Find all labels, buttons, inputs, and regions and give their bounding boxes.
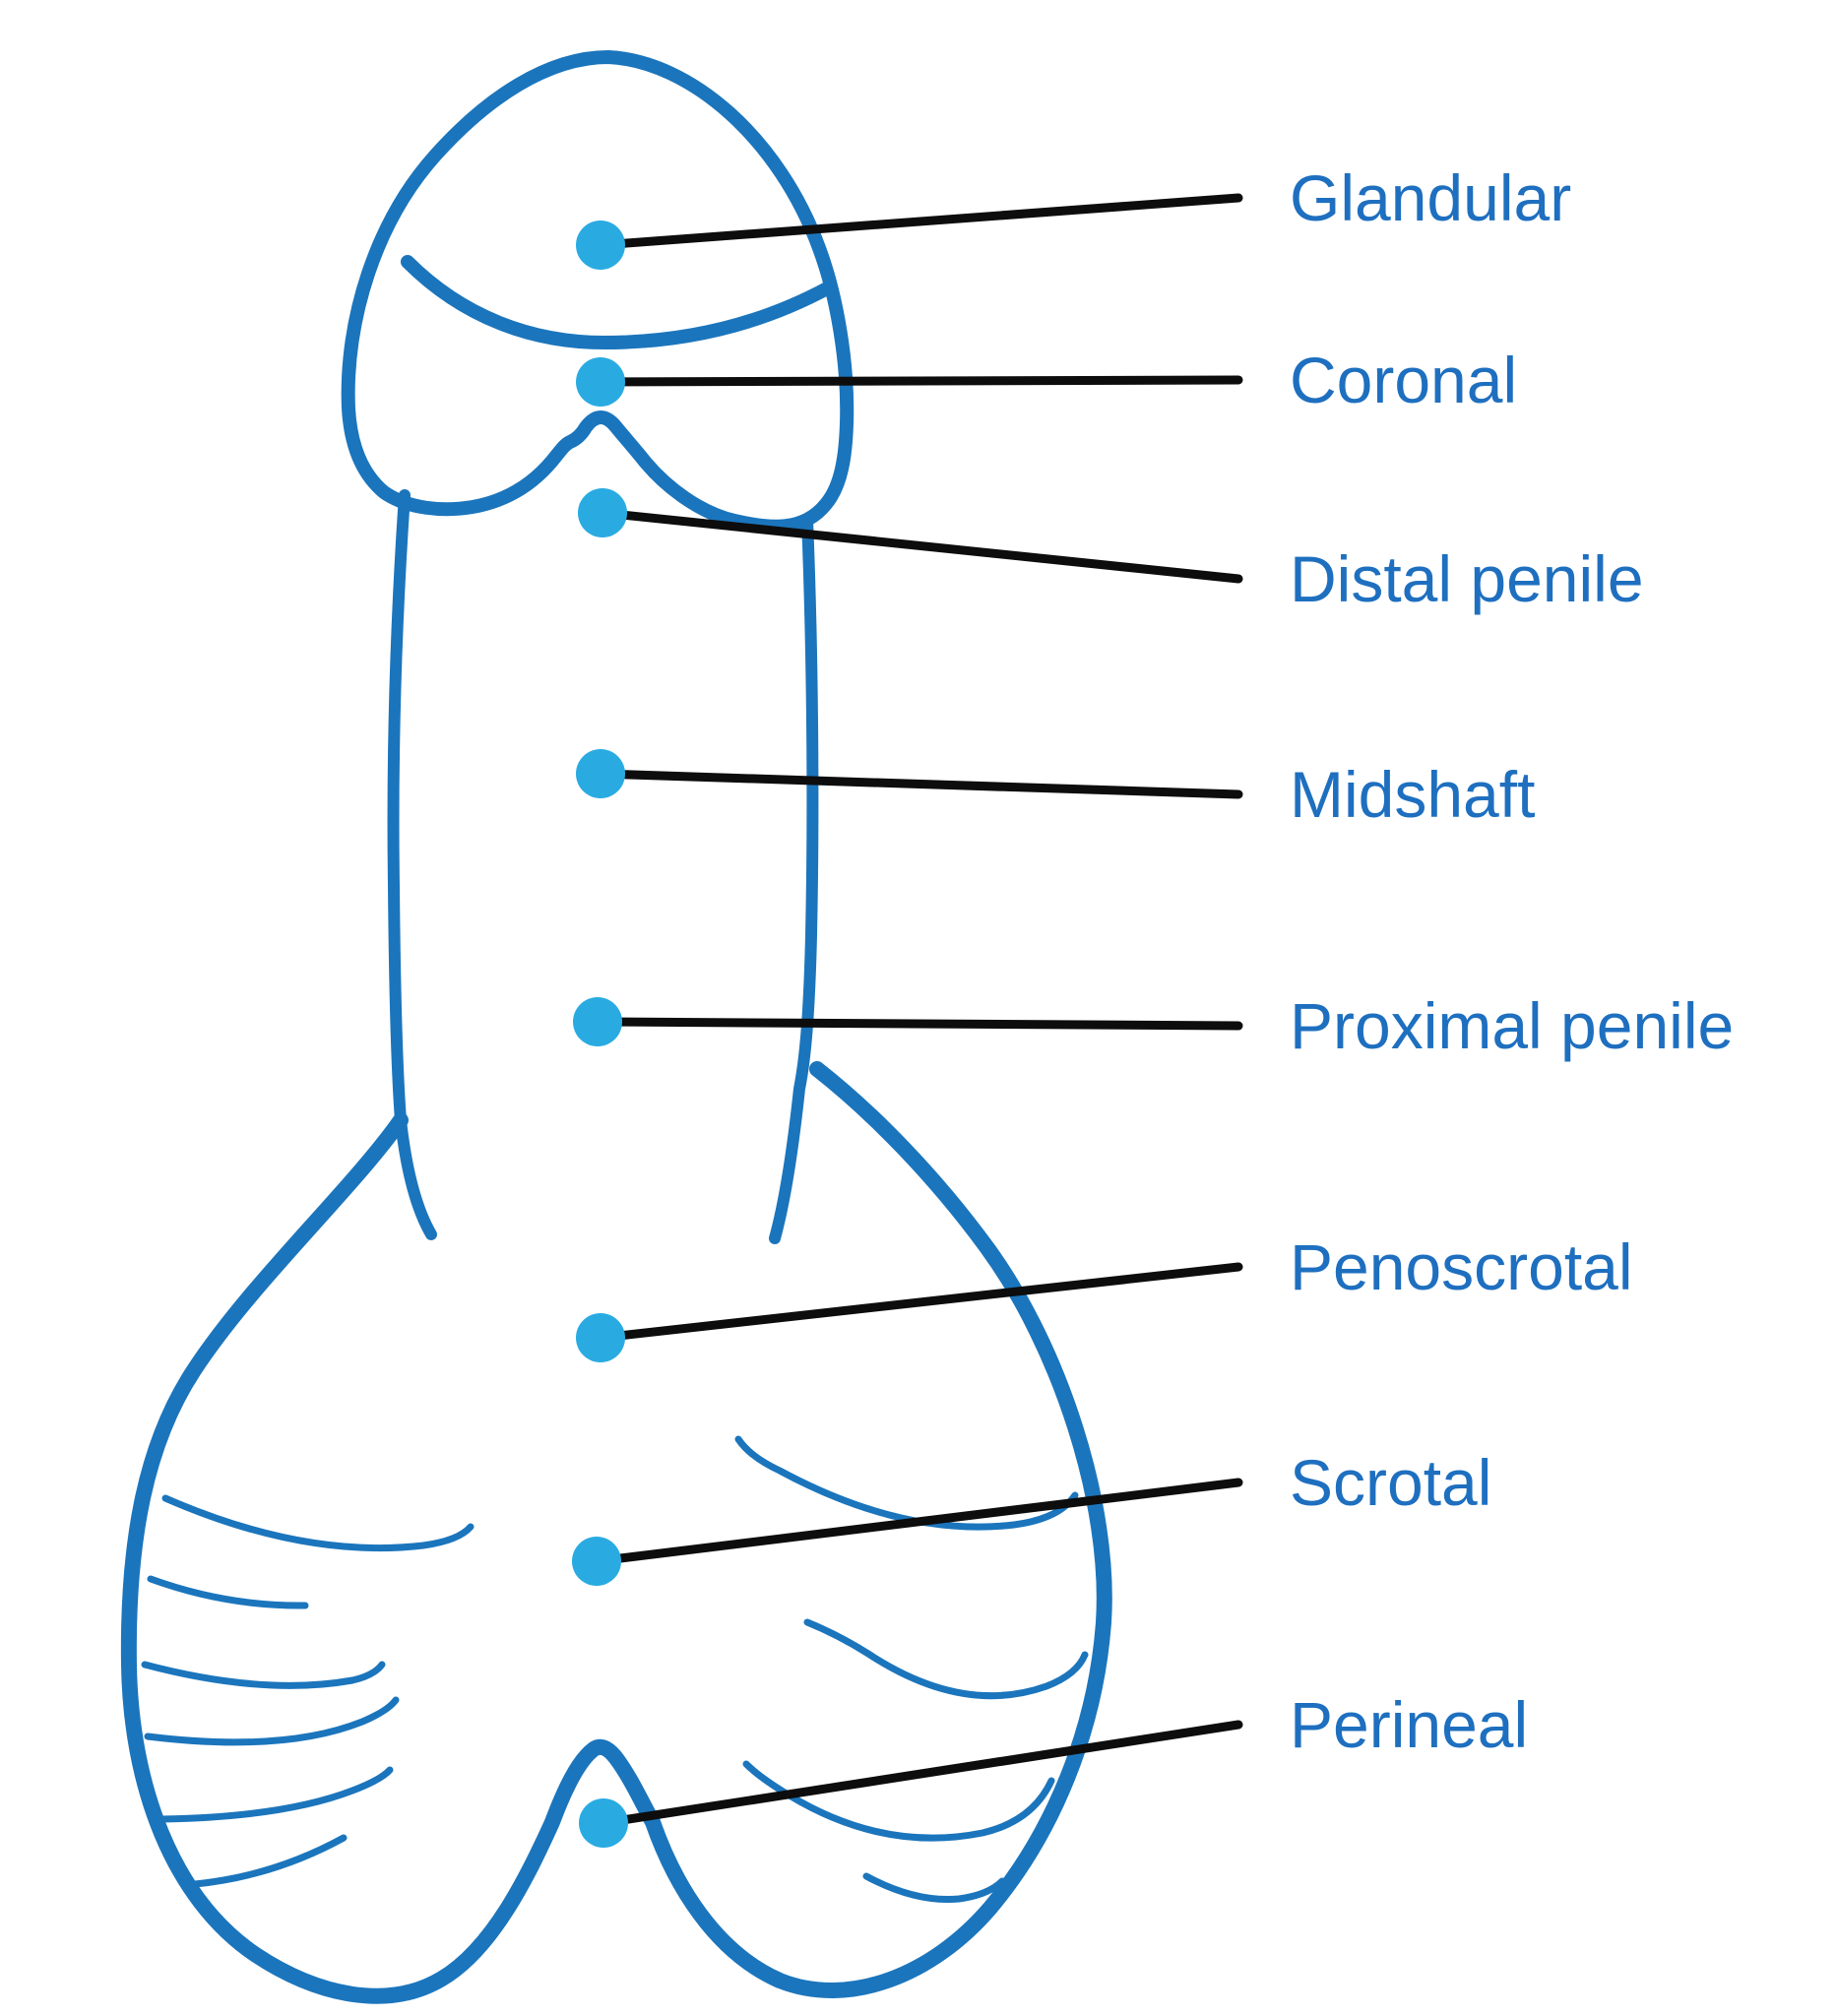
leader-line-scrotal [592,1478,1243,1566]
leader-line-midshaft [596,769,1243,799]
wrinkle-right-2 [803,1618,1089,1700]
location-label-midshaft: Midshaft [1290,758,1535,831]
wrinkle-left-5 [158,1766,394,1823]
location-label-perineal: Perineal [1290,1688,1528,1761]
location-dot-coronal [576,357,625,407]
location-dot-distal-penile [578,488,627,537]
leader-line-glandular [596,193,1243,250]
wrinkle-left-6 [191,1834,348,1888]
glans-outline [341,50,855,534]
scrotum-outline [120,1061,1112,2004]
location-dot-scrotal [572,1537,621,1586]
leader-line-perineal [599,1720,1243,1828]
scrotal-wrinkles [141,1435,1089,1903]
location-label-coronal: Coronal [1290,344,1517,416]
wrinkle-left-1 [161,1494,475,1552]
shaft-left-line [387,489,437,1240]
leader-line-coronal [596,375,1243,387]
location-label-penoscrotal: Penoscrotal [1290,1230,1633,1303]
wrinkle-left-3 [141,1661,386,1689]
anatomy-outline [120,50,1112,2004]
wrinkle-left-2 [147,1575,309,1609]
location-dot-penoscrotal [576,1313,625,1362]
location-label-scrotal: Scrotal [1290,1446,1491,1519]
location-dot-proximal-penile [573,997,622,1046]
corona-line [401,255,836,349]
wrinkle-right-1 [734,1435,1079,1531]
location-dot-glandular [576,220,625,270]
location-label-glandular: Glandular [1290,161,1571,234]
location-label-proximal-penile: Proximal penile [1290,989,1734,1062]
leader-line-penoscrotal [596,1262,1243,1343]
location-dot-midshaft [576,749,625,798]
wrinkle-right-3 [742,1760,1055,1842]
location-label-distal-penile: Distal penile [1290,542,1644,615]
location-dot-perineal [579,1798,628,1848]
shaft-right-line [769,514,819,1244]
wrinkle-right-4 [862,1872,1006,1903]
wrinkle-left-4 [144,1696,400,1746]
leader-line-distal-penile [598,508,1243,584]
leader-line-proximal-penile [593,1017,1243,1031]
